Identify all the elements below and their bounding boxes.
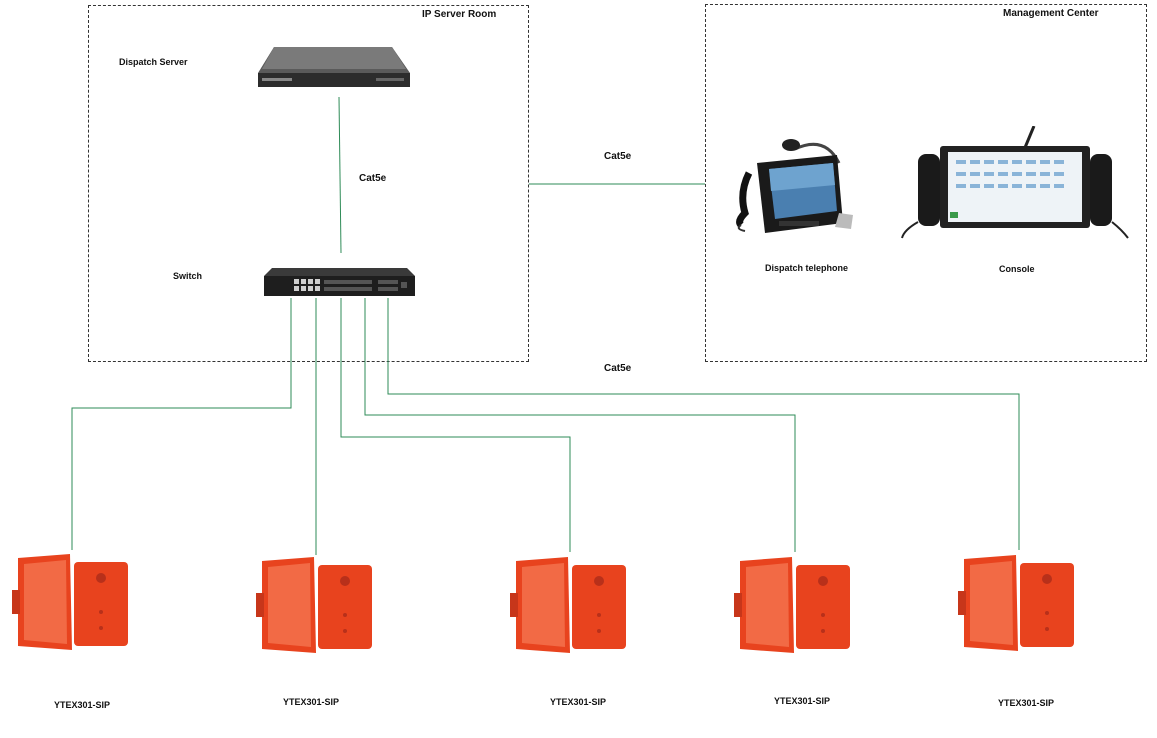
dispatch-telephone-icon <box>736 139 853 233</box>
phone-4-label: YTEX301-SIP <box>774 696 831 706</box>
dispatch-telephone-label: Dispatch telephone <box>765 263 849 273</box>
ip-server-room-zone <box>88 5 529 362</box>
phone-1-icon <box>12 554 128 650</box>
management-center-zone <box>705 4 1147 362</box>
phone-5-cable <box>387 298 1020 550</box>
phone-2-icon <box>256 557 372 653</box>
server-switch-cable-label: Cat5e <box>359 173 387 184</box>
phone-1-cable <box>71 298 292 550</box>
phone-5-label: YTEX301-SIP <box>998 698 1055 708</box>
phone-4-cable <box>364 298 796 552</box>
switch-icon <box>264 268 415 296</box>
phone-3-cable <box>340 298 571 552</box>
phone-3-icon <box>510 557 626 653</box>
phone-5-icon <box>958 555 1074 651</box>
server-switch-cable <box>338 96 342 254</box>
phone-4-icon <box>734 557 850 653</box>
ip-server-room-title: IP Server Room <box>422 9 497 20</box>
switch-phones-cable-label: Cat5e <box>604 363 632 374</box>
room-management-cable-label: Cat5e <box>604 151 632 162</box>
console-label: Console <box>999 264 1035 274</box>
management-center-title: Management Center <box>1003 8 1099 19</box>
dispatch-server-icon <box>258 47 410 87</box>
phone-3-label: YTEX301-SIP <box>550 697 607 707</box>
phone-1-label: YTEX301-SIP <box>54 700 111 710</box>
dispatch-server-label: Dispatch Server <box>119 57 188 67</box>
phone-2-label: YTEX301-SIP <box>283 697 340 707</box>
switch-label: Switch <box>173 271 203 281</box>
console-icon <box>901 126 1129 239</box>
